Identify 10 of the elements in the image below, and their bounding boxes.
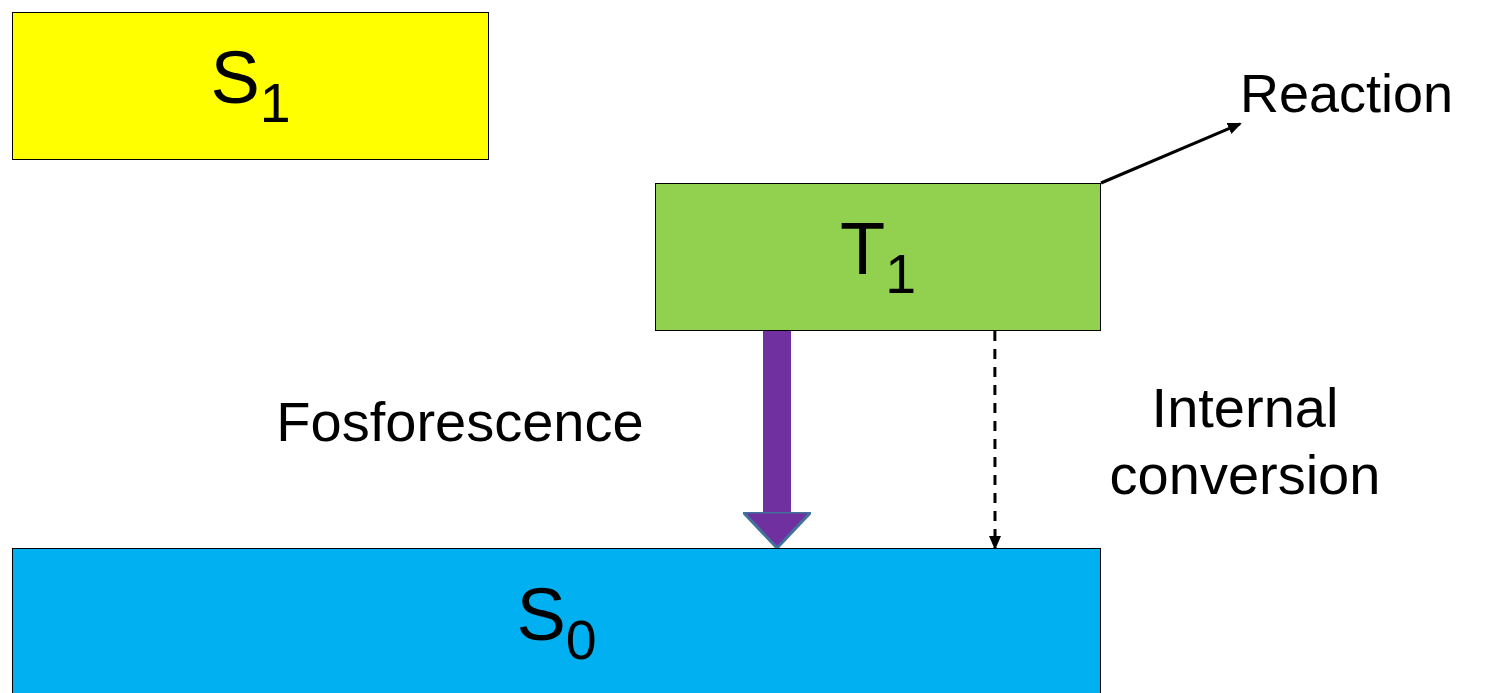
energy-level-box xyxy=(12,548,1101,693)
level-label: S$_{1}$ xyxy=(210,40,291,132)
level-label: T$_{1}$ xyxy=(839,211,917,303)
dashed-arrow xyxy=(989,331,1002,550)
level-label: S$_{0}$ xyxy=(516,577,597,669)
energy-level-box xyxy=(655,183,1101,331)
arrow xyxy=(1100,122,1242,185)
thick-arrow xyxy=(741,331,813,550)
energy-level-box xyxy=(12,12,489,160)
process-text: Reaction xyxy=(1240,58,1502,128)
